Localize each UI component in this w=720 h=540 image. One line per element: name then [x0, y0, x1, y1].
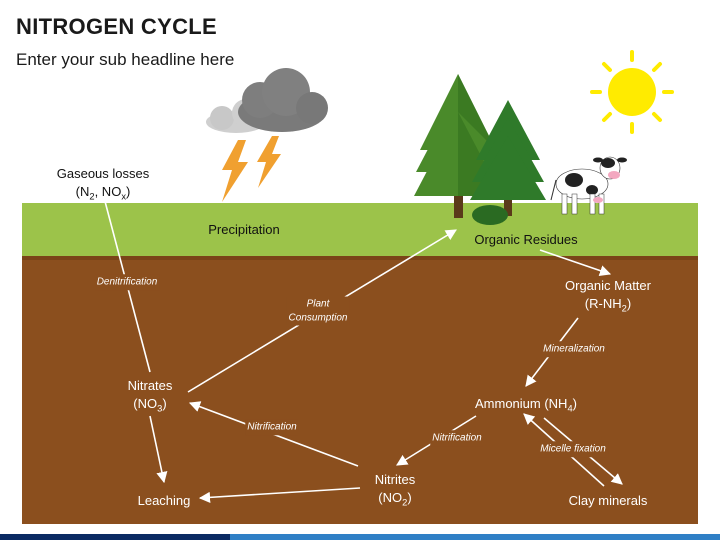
footer-bar-dark — [0, 534, 230, 540]
cloud-icon — [206, 68, 328, 133]
nitrates-formula: (NO3) — [133, 396, 167, 414]
gaseous-losses-formula: (N2, NOx) — [75, 184, 131, 202]
grass-layer — [22, 203, 698, 258]
page-subtitle: Enter your sub headline here — [16, 50, 235, 69]
nitrification-label-right: Nitrification — [430, 430, 484, 446]
lightning-icon — [222, 136, 281, 202]
arrow-residues-to-matter — [539, 249, 612, 277]
tree-icon — [470, 100, 546, 216]
organic-matter-label: Organic Matter (R-NH2) — [565, 277, 651, 316]
organic-matter-formula: (R-NH2) — [584, 296, 632, 314]
arrow-leaching — [198, 487, 361, 503]
precipitation-label: Precipitation — [208, 222, 280, 237]
page-title: NITROGEN CYCLE — [16, 14, 217, 39]
nitrates-label: Nitrates (NO3) — [128, 377, 173, 416]
arrow-leaching-down — [149, 415, 168, 484]
footer-bar-light — [230, 534, 720, 540]
mineralization-label: Mineralization — [541, 341, 607, 357]
leaching-label: Leaching — [137, 493, 191, 508]
nitrification-label-left: Nitrification — [245, 419, 299, 435]
nitrites-formula: (NO2) — [378, 490, 412, 508]
ammonium-label: Ammonium (NH4) — [474, 396, 578, 414]
denitrification-label: Denitrification — [94, 274, 160, 290]
gaseous-losses-label: Gaseous losses (N2, NOx) — [57, 165, 150, 204]
nitrites-label: Nitrites (NO2) — [375, 471, 415, 510]
plant-consumption-label: Plant Consumption — [286, 296, 350, 326]
sun-icon — [590, 50, 674, 134]
micelle-fixation-label: Micelle fixation — [538, 441, 608, 457]
clay-minerals-label: Clay minerals — [568, 493, 648, 508]
cow-icon — [550, 156, 627, 215]
soil-layer — [22, 258, 698, 524]
organic-residues-label: Organic Residues — [474, 232, 578, 247]
bush-icon — [472, 205, 508, 225]
